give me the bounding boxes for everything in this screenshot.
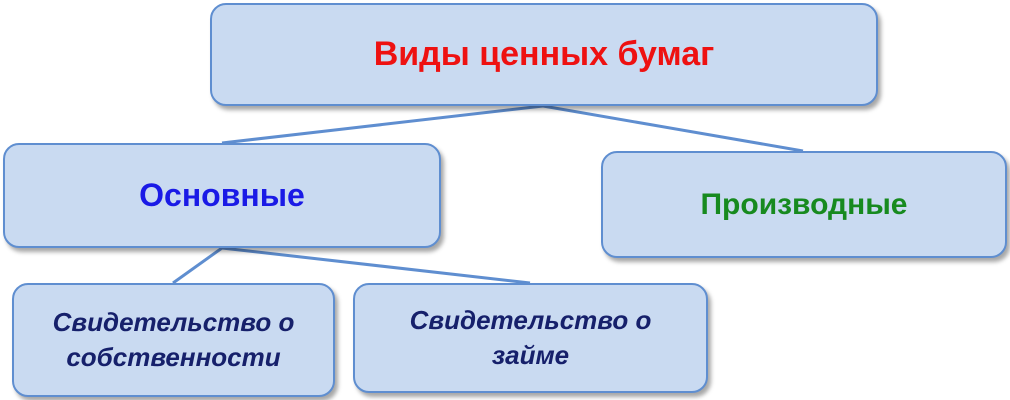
node-ownership-certificate: Свидетельство о собственности bbox=[12, 283, 335, 397]
connector-main-ownership bbox=[172, 246, 223, 285]
node-loan-certificate-label: Свидетельство о займе bbox=[410, 303, 652, 373]
connector-main-loan bbox=[221, 246, 531, 285]
node-loan-line2: займе bbox=[491, 340, 570, 370]
connector-root-derived bbox=[542, 104, 804, 153]
node-loan-certificate: Свидетельство о займе bbox=[353, 283, 708, 393]
node-ownership-line2: собственности bbox=[66, 342, 281, 372]
node-basic: Основные bbox=[3, 143, 441, 248]
node-derivative-label: Производные bbox=[700, 187, 908, 221]
node-derivative: Производные bbox=[601, 151, 1007, 258]
node-securities-types-label: Виды ценных бумаг bbox=[373, 35, 715, 73]
connector-root-main bbox=[221, 104, 544, 145]
node-ownership-certificate-label: Свидетельство о собственности bbox=[53, 305, 295, 375]
node-securities-types: Виды ценных бумаг bbox=[210, 3, 878, 106]
node-ownership-line1: Свидетельство о bbox=[52, 306, 295, 337]
node-basic-label: Основные bbox=[139, 177, 305, 213]
node-loan-line1: Свидетельство о bbox=[409, 304, 652, 335]
